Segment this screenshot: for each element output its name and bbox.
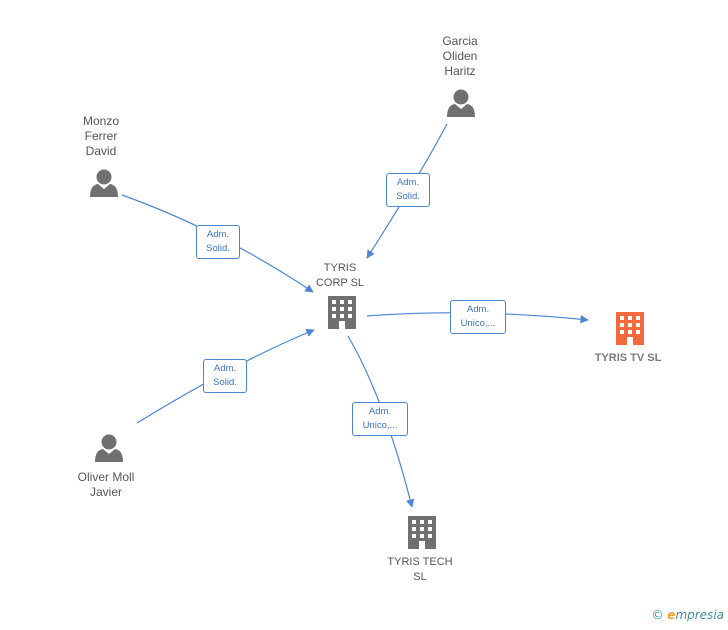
node-label-tyris-tech[interactable]: TYRIS TECH SL xyxy=(387,556,453,583)
building-icon[interactable] xyxy=(328,296,356,329)
building-icon-highlight[interactable] xyxy=(616,312,644,345)
copyright-symbol: © xyxy=(651,608,664,622)
node-label-oliver[interactable]: Oliver Moll Javier xyxy=(77,470,135,499)
node-label-monzo[interactable]: Monzo Ferrer David xyxy=(82,114,120,158)
node-label-tyris-corp[interactable]: TYRIS CORP SL xyxy=(315,262,365,289)
edge-label-oliver-corp: Adm. Solid. xyxy=(203,359,247,393)
node-label-tyris-tv[interactable]: TYRIS TV SL xyxy=(594,352,662,364)
person-icon[interactable] xyxy=(447,89,475,118)
brand-e: e xyxy=(667,608,676,622)
person-icon[interactable] xyxy=(90,169,118,198)
edge-label-corp-tech: Adm. Unico,... xyxy=(352,402,408,436)
edge-label-monzo-corp: Adm. Solid. xyxy=(196,225,240,259)
building-icon[interactable] xyxy=(408,516,436,549)
empresia-logo: © empresia xyxy=(651,608,724,622)
edge-label-corp-tv: Adm. Unico,... xyxy=(450,300,506,334)
node-label-garcia[interactable]: Garcia Oliden Haritz xyxy=(442,34,478,78)
person-icon[interactable] xyxy=(95,434,123,463)
brand-name: mpresia xyxy=(675,608,724,622)
edge-label-garcia-corp: Adm. Solid. xyxy=(386,173,430,207)
